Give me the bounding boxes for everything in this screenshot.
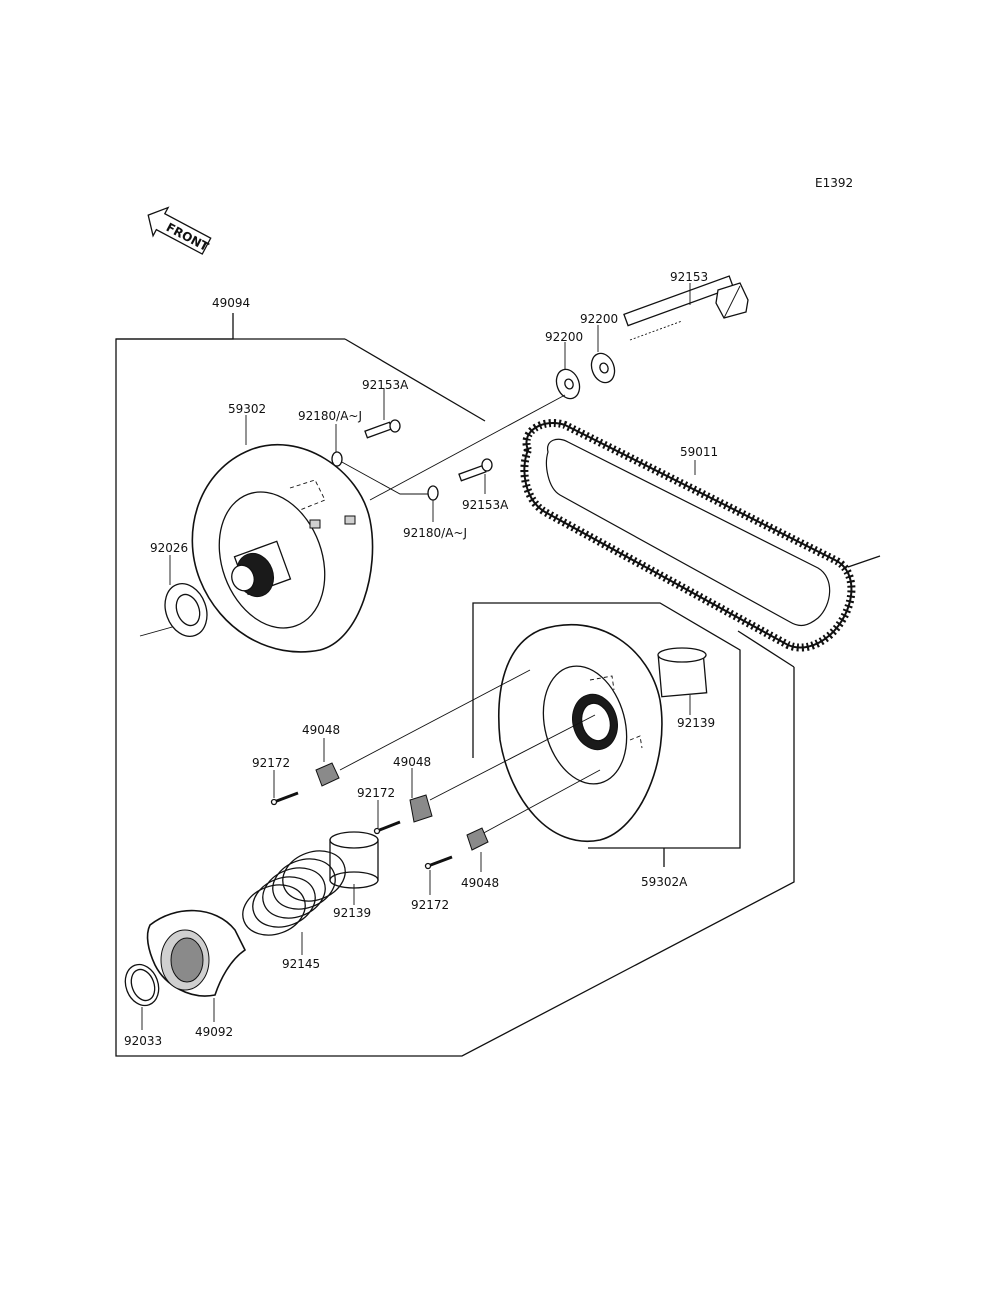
- spring-92145: [242, 850, 346, 936]
- bolt-axis-bracket: [339, 460, 432, 495]
- label-92145: 92145: [282, 957, 320, 971]
- label-92200-upper: 92200: [580, 312, 618, 326]
- leader-lines: [141, 283, 696, 1030]
- label-49094: 49094: [212, 296, 250, 310]
- snap-ring-92033-inner: [130, 968, 156, 1002]
- label-92139-left: 92139: [333, 906, 371, 920]
- label-49048-right: 49048: [461, 876, 499, 890]
- screw-92172-middle: [373, 820, 401, 835]
- label-92153: 92153: [670, 270, 708, 284]
- slider-49048-middle: [409, 794, 433, 823]
- slider-guide-2: [429, 714, 596, 801]
- label-92139-right: 92139: [677, 716, 715, 730]
- label-92172-left: 92172: [252, 756, 290, 770]
- label-49092: 49092: [195, 1025, 233, 1039]
- washer-92180-upper: [331, 451, 343, 467]
- slider-guide-1: [339, 669, 531, 771]
- movable-sheave-59302a: [497, 624, 663, 843]
- diagram-code: E1392: [815, 176, 853, 190]
- washer-92200-outer-hole: [599, 362, 609, 374]
- label-59302a: 59302A: [641, 875, 688, 889]
- collar-92139-right: [657, 647, 708, 698]
- front-arrow-icon: FRONT: [147, 206, 212, 255]
- label-49048-left: 49048: [302, 723, 340, 737]
- washer-92200-inner-hole: [564, 378, 574, 390]
- label-49048-middle: 49048: [393, 755, 431, 769]
- slider-49048-left: [315, 762, 340, 787]
- fixed-sheave-59302: [191, 444, 374, 653]
- label-92172-right: 92172: [411, 898, 449, 912]
- label-92033: 92033: [124, 1034, 162, 1048]
- bolt-92153: [623, 275, 749, 341]
- label-59302: 59302: [228, 402, 266, 416]
- washer-92026-hole: [175, 593, 201, 627]
- center-axis: [369, 394, 566, 501]
- slider-49048-right: [466, 827, 489, 851]
- slider-guide-3: [479, 769, 601, 836]
- label-92180-lower: 92180/A~J: [403, 526, 467, 540]
- sheave-sub-frame: [472, 602, 741, 867]
- label-92172-middle: 92172: [357, 786, 395, 800]
- label-92200-lower: 92200: [545, 330, 583, 344]
- screw-92172-right: [424, 855, 453, 870]
- screw-92153a-lower: [458, 458, 493, 494]
- label-92180-upper: 92180/A~J: [298, 409, 362, 423]
- washer-92180-lower: [427, 485, 439, 501]
- cam-49092: [146, 909, 247, 997]
- part-labels: 49094 59302 92153 92200 92200 92153A 921…: [124, 270, 718, 1048]
- drive-belt: [520, 419, 881, 668]
- label-92153a-upper: 92153A: [362, 378, 409, 392]
- label-92153a-lower: 92153A: [462, 498, 509, 512]
- assembly-frame: [115, 313, 795, 1057]
- collar-92139-left: [329, 831, 379, 889]
- label-92026: 92026: [150, 541, 188, 555]
- screw-92153a-upper: [364, 388, 401, 439]
- screw-92172-left: [270, 791, 299, 806]
- label-59011: 59011: [680, 445, 718, 459]
